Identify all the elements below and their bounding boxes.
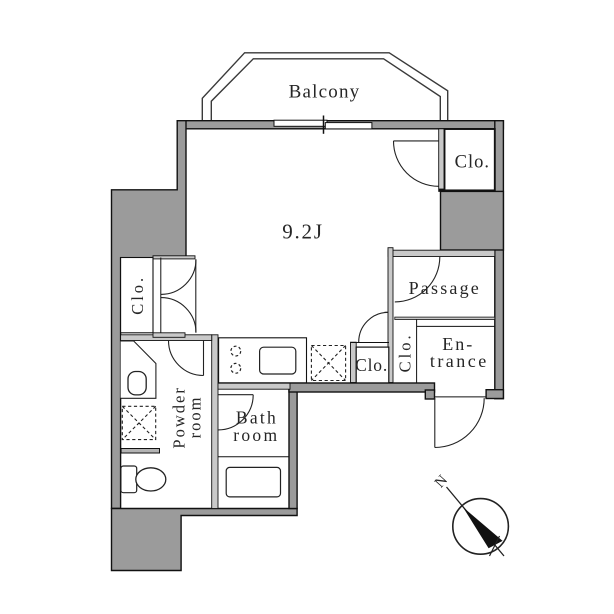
svg-text:Balcony: Balcony [289, 82, 361, 103]
svg-text:room: room [186, 396, 205, 439]
svg-text:Clo.: Clo. [355, 355, 388, 375]
svg-text:Powder: Powder [170, 386, 189, 448]
svg-text:Clo.: Clo. [396, 332, 415, 372]
svg-text:Bath: Bath [236, 408, 278, 428]
svg-text:En-: En- [442, 334, 474, 354]
svg-text:room: room [233, 425, 279, 445]
svg-text:Clo.: Clo. [128, 275, 147, 315]
svg-text:trance: trance [430, 351, 489, 371]
svg-text:Passage: Passage [409, 278, 481, 298]
svg-text:9.2J: 9.2J [282, 220, 324, 244]
svg-text:Clo.: Clo. [455, 152, 490, 172]
